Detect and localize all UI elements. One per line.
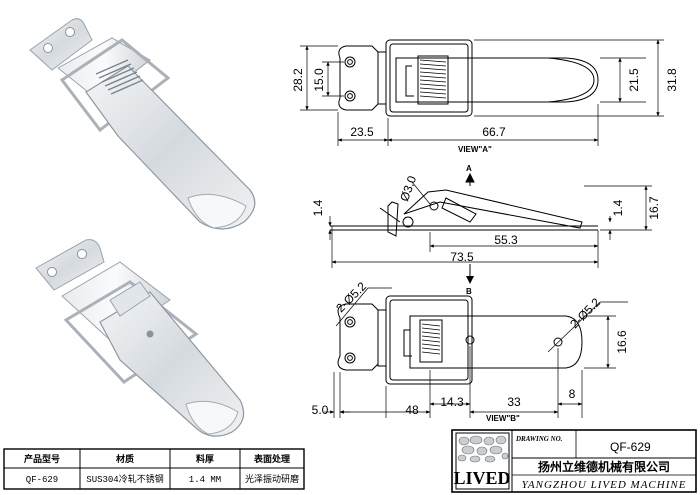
company-name-cn: 扬州立维德机械有限公司 <box>538 459 670 474</box>
spec-table <box>3 448 305 490</box>
dim-b-5-0: 5.0 <box>312 403 329 417</box>
view-a-label: VIEW"A" <box>458 145 492 154</box>
dim-a-31-8: 31.8 <box>665 68 679 92</box>
dim-side-73-5: 73.5 <box>450 250 474 264</box>
spec-value-material: SUS304冷轧不锈钢 <box>86 473 163 485</box>
dim-a-21-5: 21.5 <box>627 68 641 92</box>
dim-b-hole-right: 2-Ø5.2 <box>567 295 603 331</box>
view-b-label: VIEW"B" <box>486 414 520 423</box>
dim-b-33: 33 <box>507 395 521 409</box>
dim-b-16-6: 16.6 <box>615 330 629 354</box>
dim-side-1-4-left: 1.4 <box>311 199 325 216</box>
title-block <box>451 429 697 493</box>
lived-logo: LIVED <box>453 432 511 490</box>
side-view-drawing <box>328 172 652 268</box>
spec-header-material: 材质 <box>115 453 134 464</box>
drawing-no-label: DRAWING NO. <box>515 435 563 443</box>
dim-b-hole-left: 2-Ø5.2 <box>333 279 369 315</box>
arrow-b-marker <box>466 264 474 284</box>
view-a-drawing <box>300 39 664 146</box>
spec-header-model: 产品型号 <box>24 453 60 464</box>
dim-a-28-2: 28.2 <box>291 68 305 92</box>
drawing-no-value: QF-629 <box>610 440 651 454</box>
arrow-b-label: B <box>466 287 472 296</box>
logo-text: LIVED <box>453 468 510 488</box>
latch-render-open <box>35 239 245 437</box>
dim-b-48: 48 <box>405 403 419 417</box>
spec-value-finish: 光泽振动研磨 <box>245 473 299 485</box>
dim-side-55-3: 55.3 <box>494 233 518 247</box>
spec-header-finish: 表面处理 <box>253 453 290 464</box>
spec-value-model: QF-629 <box>26 475 58 485</box>
spec-header-thickness: 料厚 <box>196 453 214 464</box>
dim-a-15-0: 15.0 <box>312 68 326 92</box>
company-name-en: YANGZHOU LIVED MACHINE <box>522 479 687 491</box>
latch-render-closed <box>29 18 256 230</box>
dim-side-1-4-right: 1.4 <box>611 199 625 216</box>
dim-a-23-5: 23.5 <box>350 125 374 139</box>
dim-b-14-3: 14.3 <box>440 395 464 409</box>
dim-b-8: 8 <box>569 387 576 401</box>
dim-side-16-7: 16.7 <box>647 196 661 220</box>
view-b-drawing <box>324 287 628 418</box>
spec-value-thickness: 1.4 MM <box>189 475 221 485</box>
dim-side-diameter-3: Ø3.0 <box>397 174 419 204</box>
dim-a-66-7: 66.7 <box>482 125 506 139</box>
arrow-a-label: A <box>466 164 472 173</box>
